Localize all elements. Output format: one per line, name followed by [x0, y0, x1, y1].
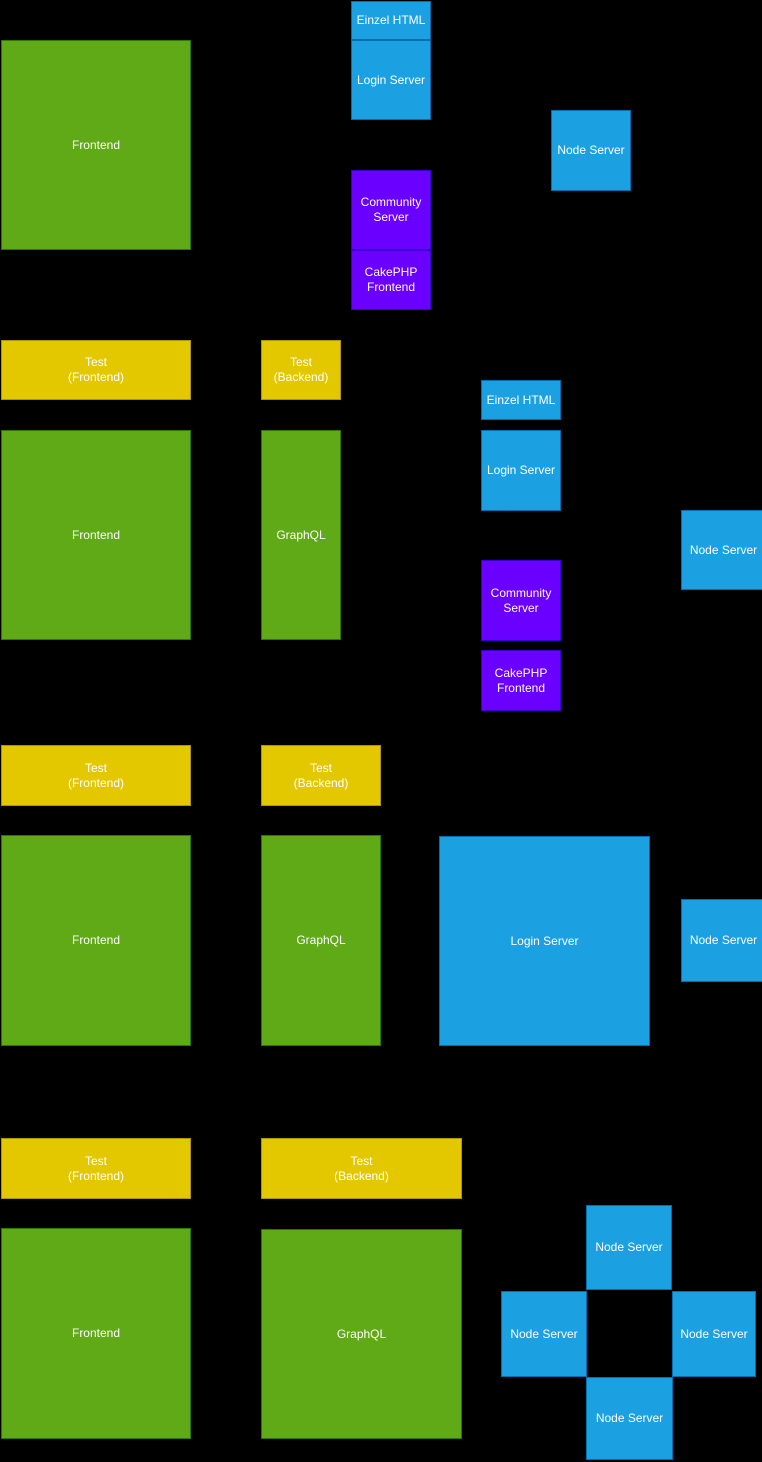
architecture-iteration-2-test-frontend-node: Test (Frontend): [1, 340, 191, 400]
architecture-iteration-4-node-server-bottom-node: Node Server: [586, 1377, 673, 1460]
architecture-iteration-4-test-frontend-node: Test (Frontend): [1, 1138, 191, 1199]
architecture-iteration-3-test-backend-node: Test (Backend): [261, 745, 381, 806]
architecture-iteration-2-test-backend-node: Test (Backend): [261, 340, 341, 400]
architecture-iteration-4-test-backend-node: Test (Backend): [261, 1138, 462, 1199]
architecture-iteration-2-login-server-node: Login Server: [481, 430, 561, 511]
architecture-iteration-2-einzel-html-node: Einzel HTML: [481, 380, 561, 420]
architecture-iteration-3-graphql-node: GraphQL: [261, 835, 381, 1046]
architecture-iteration-3-test-frontend-node: Test (Frontend): [1, 745, 191, 806]
architecture-iteration-4-frontend-node: Frontend: [1, 1228, 191, 1439]
architecture-iteration-1-einzel-html-node: Einzel HTML: [351, 1, 431, 40]
architecture-iteration-2-cakephp-frontend-node: CakePHP Frontend: [481, 650, 561, 711]
architecture-iteration-2-community-server-node: Community Server: [481, 560, 561, 641]
architecture-iteration-4-node-server-right-node: Node Server: [672, 1291, 756, 1377]
architecture-iteration-2-graphql-node: GraphQL: [261, 430, 341, 640]
architecture-iteration-4-graphql-node: GraphQL: [261, 1229, 462, 1439]
architecture-iteration-4-node-server-top-node: Node Server: [586, 1205, 672, 1290]
architecture-iteration-3-frontend-node: Frontend: [1, 835, 191, 1046]
architecture-iteration-1-community-server-node: Community Server: [351, 170, 431, 250]
architecture-iteration-3-login-server-node: Login Server: [439, 836, 650, 1046]
architecture-iteration-2-frontend-node: Frontend: [1, 430, 191, 640]
architecture-iteration-1-login-server-node: Login Server: [351, 40, 431, 120]
architecture-iteration-1-frontend-node: Frontend: [1, 40, 191, 250]
architecture-iteration-1-node-server-node: Node Server: [551, 110, 631, 191]
architecture-iteration-4-node-server-left-node: Node Server: [501, 1291, 587, 1377]
architecture-iteration-3-node-server-node: Node Server: [681, 899, 762, 982]
architecture-iteration-1-cakephp-frontend-node: CakePHP Frontend: [351, 250, 431, 310]
architecture-iteration-2-node-server-node: Node Server: [681, 510, 762, 590]
